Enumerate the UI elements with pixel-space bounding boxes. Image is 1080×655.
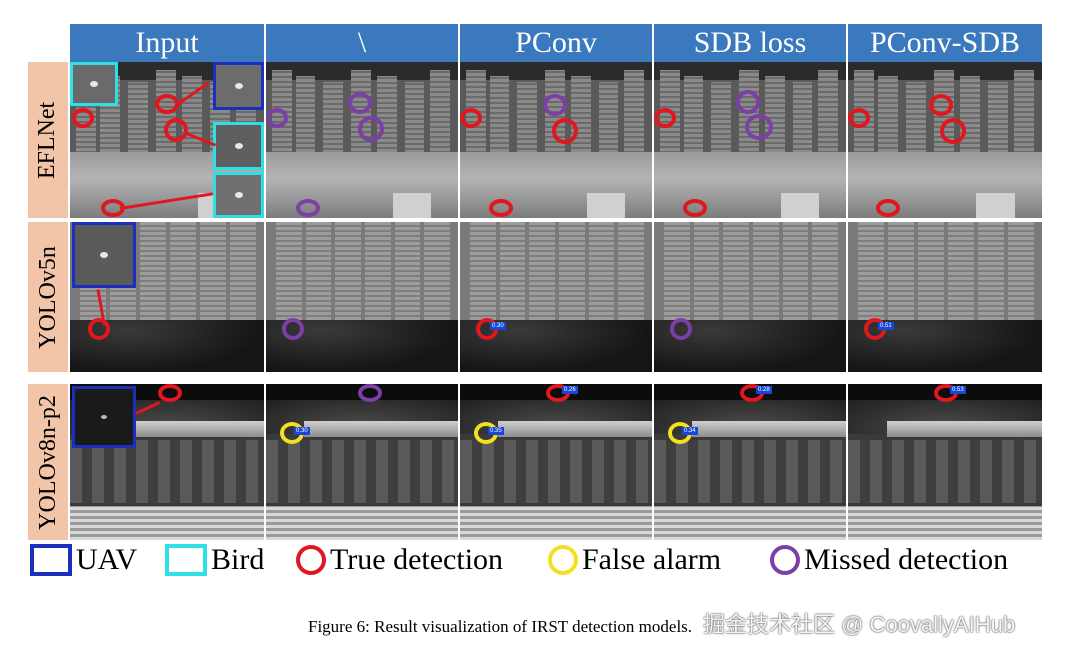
true-detection-marker: [158, 384, 182, 402]
detection-confidence-label: 0.53: [950, 386, 966, 394]
true-detection-marker: [72, 108, 94, 128]
true-detection-marker: [460, 108, 482, 128]
true-detection-marker: [929, 94, 953, 116]
bird-zoom-inset: [213, 172, 264, 218]
true-detection-marker: [552, 118, 578, 144]
missed-detection-marker: [745, 114, 773, 140]
legend-item-missed-detection: Missed detection: [770, 542, 1008, 578]
image-eflnet-baseline: [266, 62, 458, 218]
detection-confidence-label: 0.26: [562, 386, 578, 394]
true-detection-circle-symbol: [296, 545, 326, 575]
legend-label-uav: UAV: [76, 543, 138, 576]
row-label-yolov5n: YOLOv5n: [28, 222, 68, 372]
uav-zoom-inset: [72, 222, 136, 288]
row-label-eflnet: EFLNet: [28, 62, 68, 218]
missed-detection-marker: [670, 318, 692, 340]
true-detection-marker: [654, 108, 676, 128]
column-header-baseline: \: [266, 24, 458, 62]
bird-target: [234, 143, 243, 149]
image-yolov8n-sdb-loss: [654, 384, 846, 540]
column-header-input: Input: [70, 24, 264, 62]
image-yolov5n-pconv-sdb: [848, 222, 1042, 372]
true-detection-marker: [489, 199, 513, 217]
true-detection-marker: [940, 118, 966, 144]
column-header-pconv-sdb: PConv-SDB: [848, 24, 1042, 62]
uav-target: [234, 83, 243, 89]
legend-label-bird: Bird: [211, 543, 265, 576]
image-eflnet-pconv-sdb: [848, 62, 1042, 218]
detection-confidence-label: 0.30: [294, 427, 310, 435]
detection-confidence-label: 0.35: [488, 427, 504, 435]
image-yolov8n-pconv: [460, 384, 652, 540]
legend-label-false-alarm: False alarm: [582, 543, 722, 576]
uav-target: [101, 415, 107, 419]
bird-target: [90, 81, 98, 87]
image-yolov8n-pconv-sdb: [848, 384, 1042, 540]
true-detection-marker: [164, 118, 188, 142]
missed-detection-marker: [358, 116, 384, 142]
bird-target: [234, 192, 243, 198]
image-yolov8n-baseline: [266, 384, 458, 540]
missed-detection-marker: [282, 318, 304, 340]
missed-detection-marker: [736, 90, 760, 114]
missed-detection-marker: [348, 92, 372, 114]
uav-zoom-inset: [72, 386, 136, 448]
image-yolov5n-pconv: [460, 222, 652, 372]
column-header-pconv: PConv: [460, 24, 652, 62]
missed-detection-marker: [543, 94, 567, 116]
uav-target: [100, 252, 108, 258]
legend-label-true-detection: True detection: [330, 543, 504, 576]
row-label-yolov5n-text: YOLOv5n: [34, 245, 61, 349]
image-eflnet-pconv: [460, 62, 652, 218]
true-detection-marker: [88, 318, 110, 340]
legend-label-missed-detection: Missed detection: [804, 543, 1009, 576]
row-label-eflnet-text: EFLNet: [34, 101, 61, 179]
legend-item-true-detection: True detection: [296, 542, 503, 578]
missed-detection-marker: [358, 384, 382, 402]
row-label-yolov8n-p2-text: YOLOv8n-p2: [34, 394, 61, 530]
image-yolov5n-baseline: [266, 222, 458, 372]
column-header-sdb-loss: SDB loss: [654, 24, 846, 62]
legend-item-bird: Bird: [165, 542, 264, 578]
detection-confidence-label: 0.28: [756, 386, 772, 394]
image-yolov8n-input: [70, 384, 264, 540]
true-detection-marker: [876, 199, 900, 217]
missed-detection-circle-symbol: [770, 545, 800, 575]
true-detection-marker: [848, 108, 870, 128]
detection-confidence-label: 0.30: [490, 322, 506, 330]
detection-confidence-label: 0.51: [878, 322, 894, 330]
uav-box-symbol: [30, 544, 72, 576]
true-detection-marker: [683, 199, 707, 217]
missed-detection-marker: [266, 108, 288, 128]
image-eflnet-sdb-loss: [654, 62, 846, 218]
watermark: 掘金技术社区 @ CoovallyAIHub: [703, 612, 1016, 637]
bird-zoom-inset: [70, 62, 118, 106]
true-detection-marker: [101, 199, 125, 217]
image-yolov5n-sdb-loss: [654, 222, 846, 372]
bird-zoom-inset: [213, 122, 264, 170]
legend-item-uav: UAV: [30, 542, 137, 578]
true-detection-marker: [155, 94, 179, 114]
uav-zoom-inset: [213, 62, 264, 110]
false-alarm-circle-symbol: [548, 545, 578, 575]
row-label-yolov8n-p2: YOLOv8n-p2: [28, 384, 68, 540]
detection-confidence-label: 0.34: [682, 427, 698, 435]
legend-item-false-alarm: False alarm: [548, 542, 721, 578]
figure-caption: Figure 6: Result visualization of IRST d…: [308, 617, 693, 636]
bird-box-symbol: [165, 544, 207, 576]
missed-detection-marker: [296, 199, 320, 217]
